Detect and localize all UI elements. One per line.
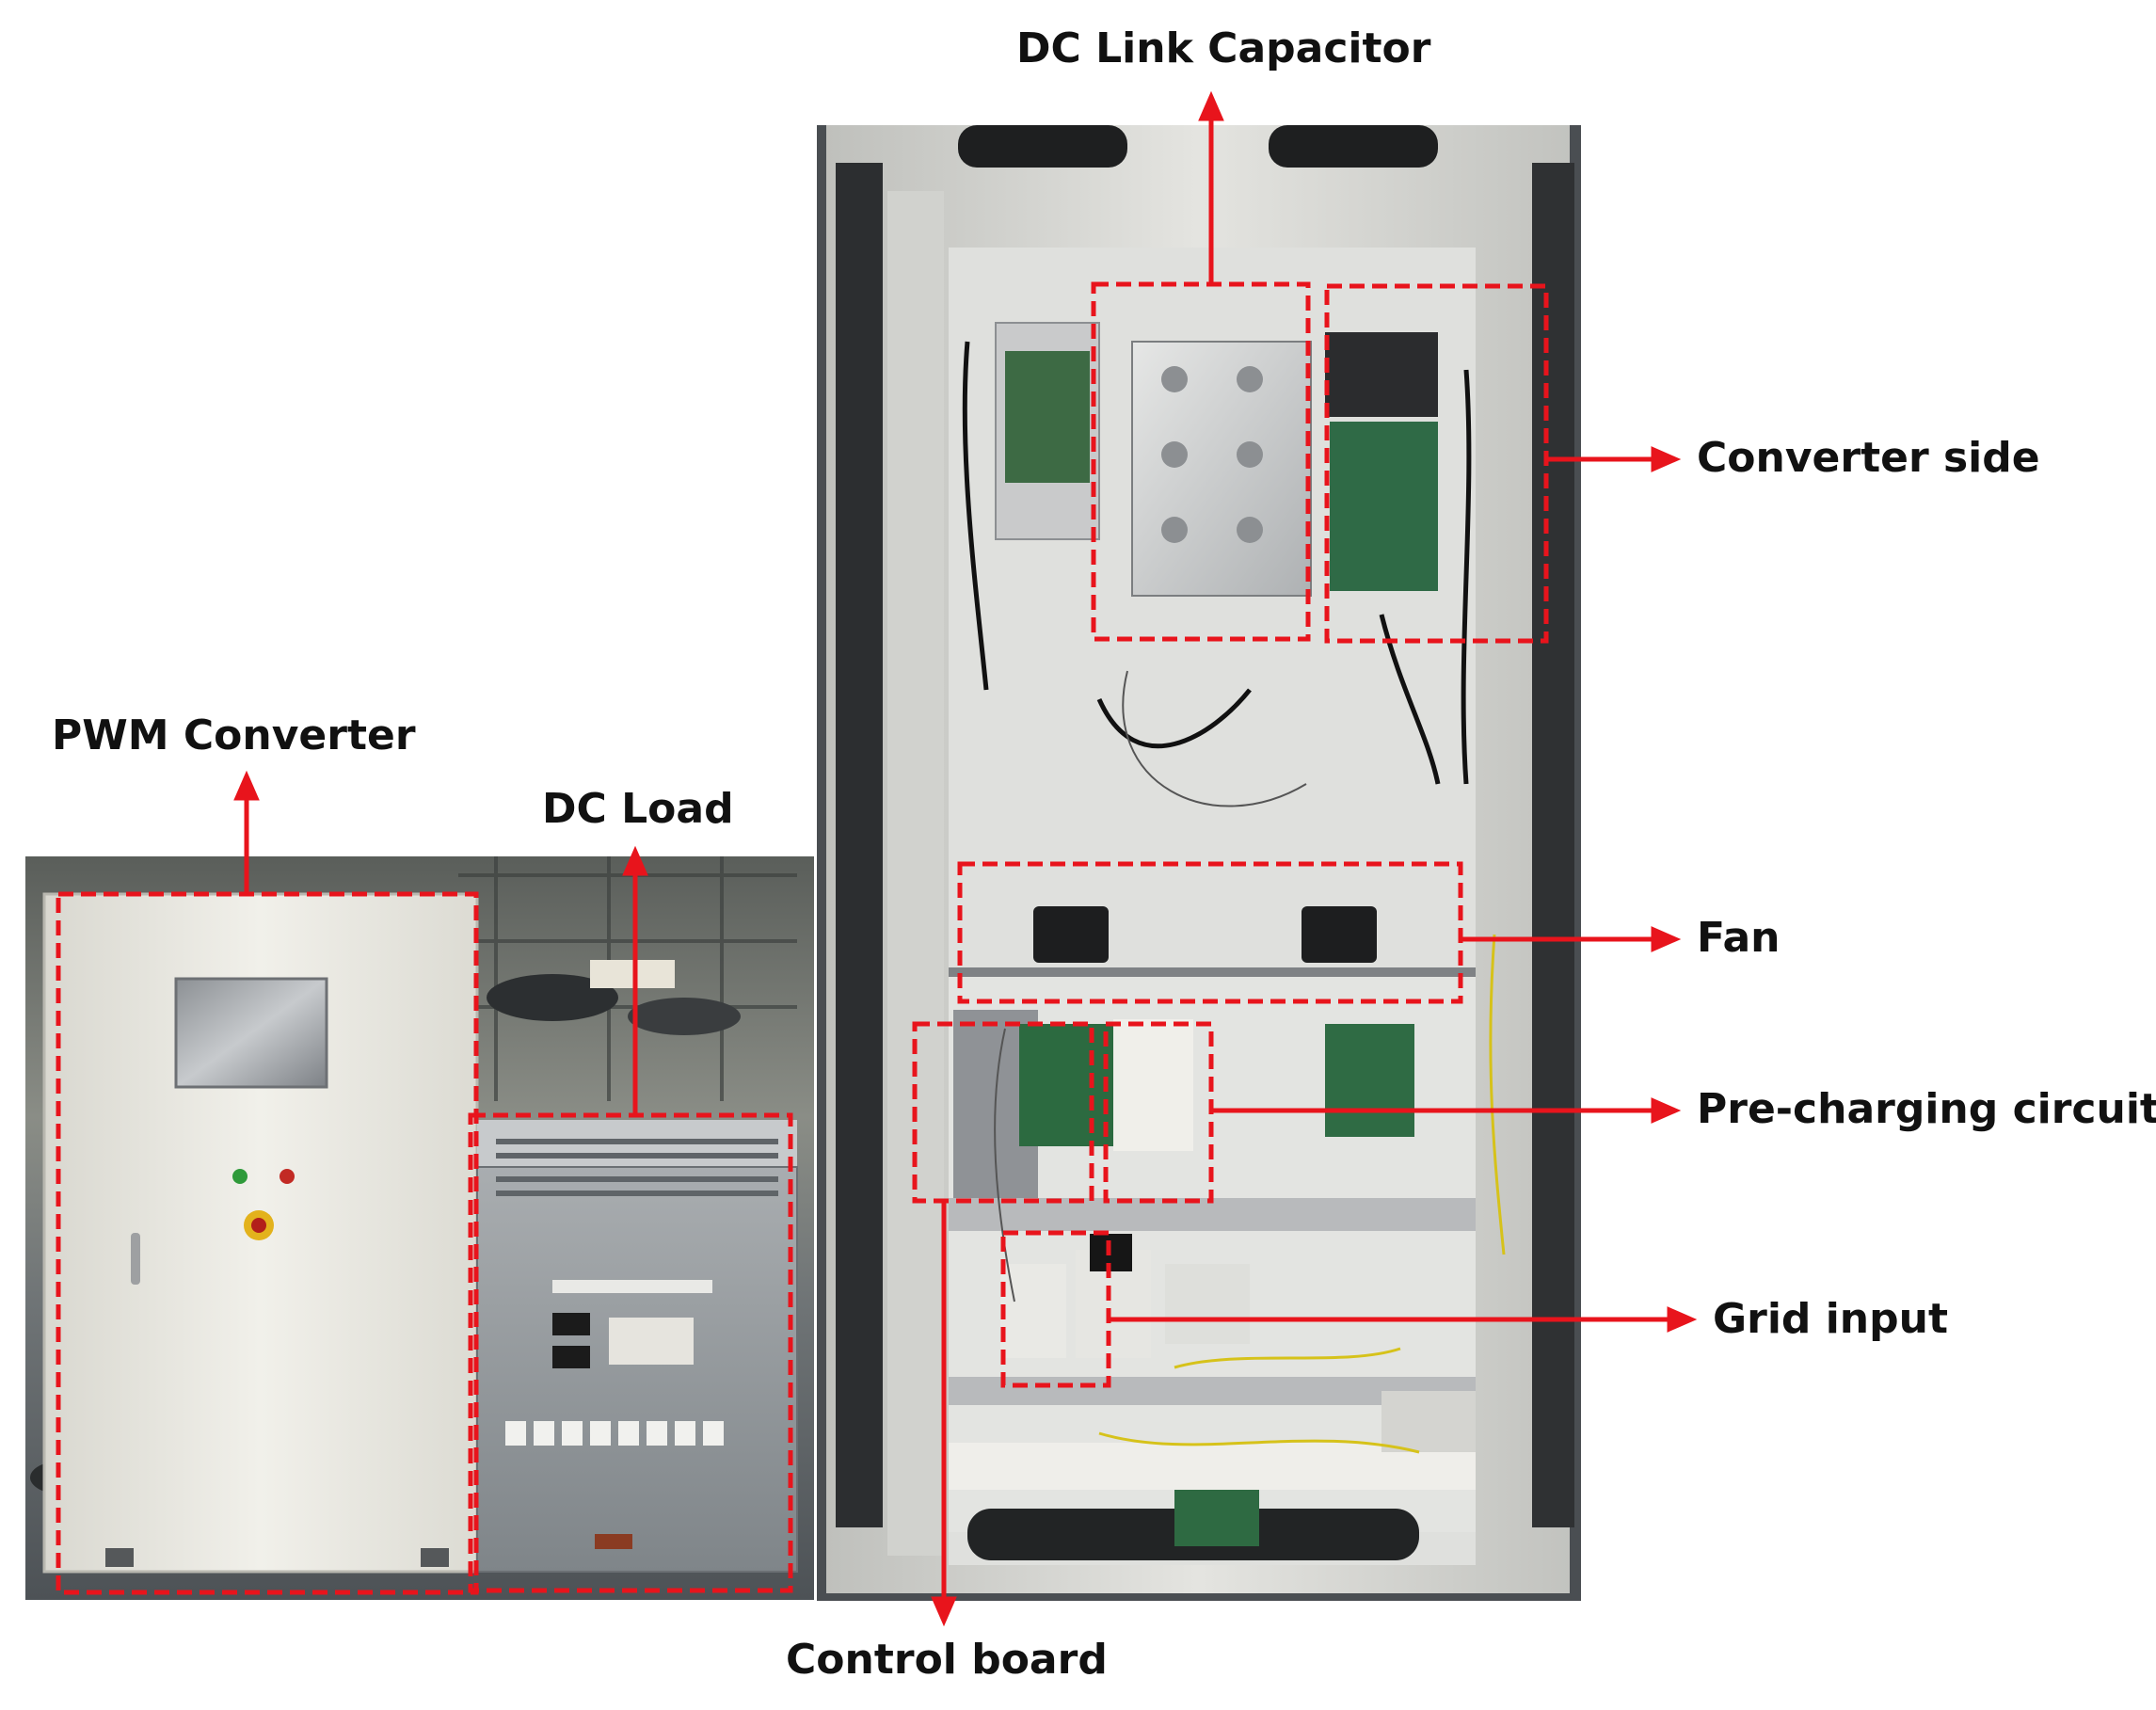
cabinet-door-handle	[131, 1233, 140, 1285]
green-indicator-lamp	[232, 1169, 248, 1184]
dc-link-capacitor-box	[1091, 281, 1311, 642]
power-supply-unit	[1381, 1391, 1476, 1452]
fan-box	[957, 861, 1463, 1004]
grid-input-box	[1000, 1230, 1111, 1388]
label-pwm-converter: PWM Converter	[52, 711, 416, 759]
dc-load-unit	[476, 1166, 798, 1573]
label-converter-side: Converter side	[1697, 434, 2040, 482]
control-board-pcb	[1019, 1024, 1127, 1146]
pwm-converter-box	[56, 891, 479, 1595]
top-exhaust-fan-1	[958, 125, 1127, 168]
label-dc-link-capacitor: DC Link Capacitor	[1016, 24, 1431, 72]
label-dc-load: DC Load	[542, 785, 734, 833]
label-grid-input: Grid input	[1713, 1295, 1948, 1343]
gate-driver-board	[1330, 422, 1438, 591]
igbt-module	[1325, 332, 1438, 417]
dc-load-box	[468, 1112, 793, 1593]
left-photo-drawing	[25, 856, 814, 1600]
cabinet-left-rail	[836, 163, 883, 1527]
terminal-block	[1165, 1264, 1250, 1344]
control-board-box	[912, 1021, 1094, 1204]
sensor-board	[1325, 1024, 1414, 1137]
label-control-board: Control board	[786, 1636, 1108, 1684]
breaker-1	[1000, 1264, 1066, 1358]
precharge-contactor	[1113, 1019, 1193, 1151]
dc-load-display-1	[552, 1313, 590, 1335]
hmi-screen	[174, 977, 328, 1089]
left-photo	[25, 856, 814, 1600]
dc-link-capacitor-bank	[1131, 341, 1312, 597]
top-exhaust-fan-2	[1269, 125, 1438, 168]
label-pre-charging-circuit: Pre-charging circuit	[1697, 1085, 2156, 1133]
cooling-fan-1	[1033, 906, 1109, 963]
pre-charging-circuit-box	[1103, 1021, 1214, 1204]
converter-side-box	[1324, 283, 1549, 644]
dc-load-display-2	[552, 1346, 590, 1368]
din-rail-1	[949, 1198, 1476, 1231]
label-fan: Fan	[1697, 914, 1781, 962]
dc-load-switches	[505, 1421, 724, 1446]
cooling-fan-2	[1302, 906, 1377, 963]
dc-load-vents	[496, 1139, 778, 1196]
red-indicator-lamp	[279, 1169, 295, 1184]
